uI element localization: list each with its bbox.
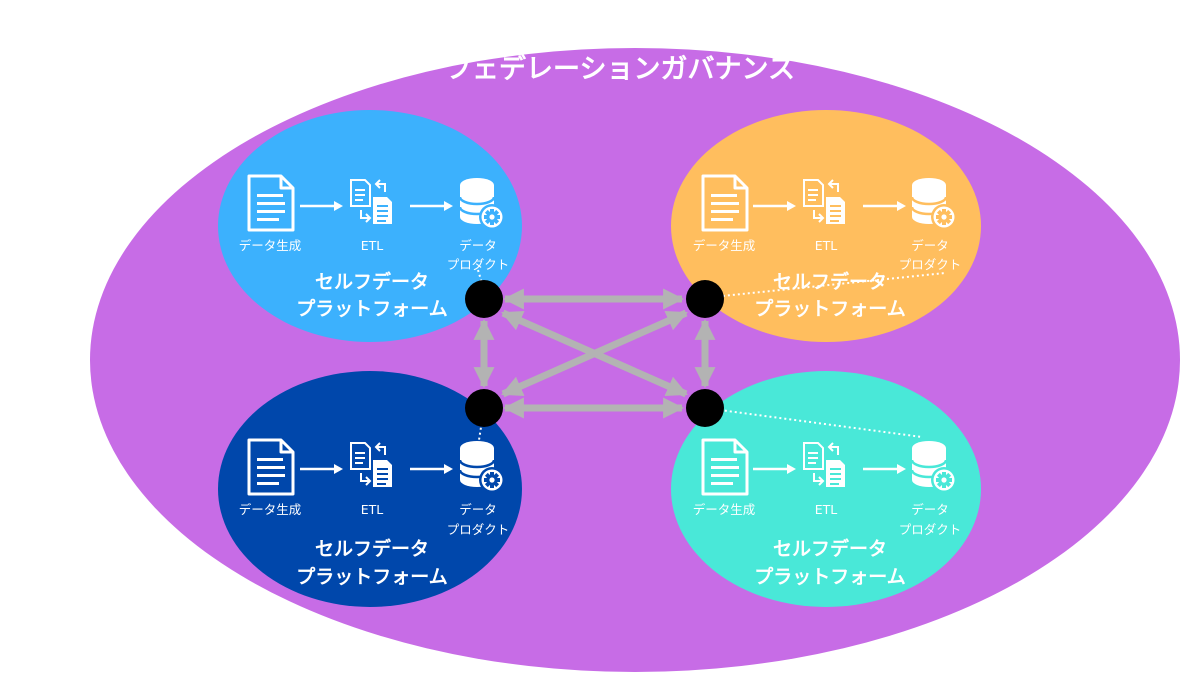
step-generate-label: データ生成 <box>693 238 756 253</box>
platform-ellipse <box>671 110 981 342</box>
platform-name: プラットフォーム <box>754 565 905 588</box>
connector-node <box>686 280 724 318</box>
platform-bottom-left: データ生成 ETL データ プロダクト セルフデータ プラットフォーム <box>218 371 522 607</box>
step-product-label: データ <box>459 238 497 253</box>
connector-nodes <box>465 280 724 427</box>
dotted-link <box>702 272 946 299</box>
step-generate-label: データ生成 <box>239 502 302 517</box>
mesh-connectors <box>473 288 716 419</box>
step-product-label: プロダクト <box>447 522 510 537</box>
platform-bottom-right: データ生成 ETL データ プロダクト セルフデータ プラットフォーム <box>671 371 981 607</box>
step-product-label: データ <box>911 238 949 253</box>
platform-ellipse <box>218 371 522 607</box>
platform-top-left: データ生成 ETL データ プロダクト セルフデータ プラットフォーム <box>218 110 522 342</box>
platform-name: プラットフォーム <box>754 297 905 320</box>
platform-top-right: データ生成 ETL データ プロダクト セルフデータ プラットフォーム <box>671 110 981 342</box>
platform-name: プラットフォーム <box>296 565 447 588</box>
step-etl-label: ETL <box>361 502 384 517</box>
platform-ellipse <box>218 110 522 342</box>
step-etl-label: ETL <box>815 502 838 517</box>
platform-name: プラットフォーム <box>296 297 447 320</box>
platform-name: セルフデータ <box>773 537 887 560</box>
dotted-link <box>477 269 485 291</box>
governance-title: フェデレーションガバナンス <box>445 53 795 85</box>
step-product-label: データ <box>459 502 497 517</box>
step-product-label: データ <box>911 502 949 517</box>
connector-arrow <box>501 309 688 398</box>
step-product-label: プロダクト <box>899 522 962 537</box>
step-product-label: プロダクト <box>447 257 510 272</box>
platform-name: セルフデータ <box>315 537 429 560</box>
platform-ellipse <box>671 371 981 607</box>
connector-node <box>465 389 503 427</box>
governance-ellipse <box>90 48 1180 672</box>
connector-node <box>465 280 503 318</box>
step-generate-label: データ生成 <box>693 502 756 517</box>
step-etl-label: ETL <box>361 238 384 253</box>
connector-node <box>686 389 724 427</box>
step-generate-label: データ生成 <box>239 238 302 253</box>
step-product-label: プロダクト <box>899 257 962 272</box>
platform-name: セルフデータ <box>315 270 429 293</box>
step-etl-label: ETL <box>815 238 838 253</box>
dotted-link <box>704 407 923 438</box>
platform-name: セルフデータ <box>773 270 887 293</box>
